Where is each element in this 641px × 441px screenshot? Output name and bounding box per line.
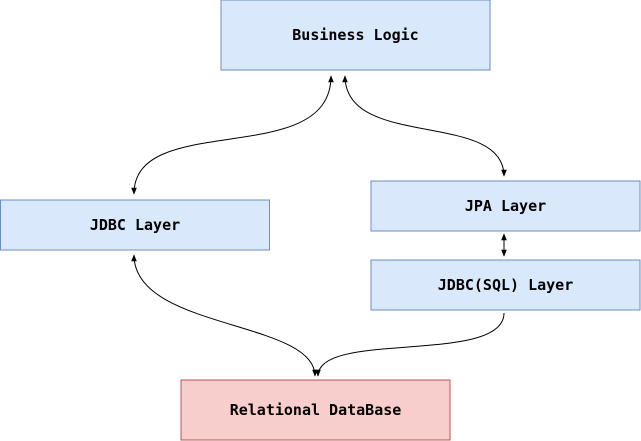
edges [131,75,507,377]
edge-business-logic-jpa-layer [342,75,507,177]
node-jdbc-sql-layer: JDBC(SQL) Layer [370,259,641,311]
jdbc-sql-layer-label: JDBC(SQL) Layer [438,276,573,294]
node-relational-database: Relational DataBase [180,379,451,441]
edge-business-logic-jdbc-layer [131,75,334,195]
business-logic-box [220,0,491,71]
jdbc-layer-box [0,199,270,251]
jdbc-layer-label: JDBC Layer [90,216,180,234]
node-business-logic: Business Logic [220,0,491,71]
jpa-layer-label: JPA Layer [465,197,546,215]
relational-database-box [180,379,451,441]
relational-database-label: Relational DataBase [230,401,402,419]
edge-jdbc-layer-relational-database [131,254,318,377]
jpa-layer-box [370,180,641,232]
node-jpa-layer: JPA Layer [370,180,641,232]
edge-jdbc-sql-layer-relational-database [315,312,505,377]
business-logic-label: Business Logic [292,26,418,44]
jdbc-sql-layer-box [370,259,641,311]
node-jdbc-layer: JDBC Layer [0,199,270,251]
